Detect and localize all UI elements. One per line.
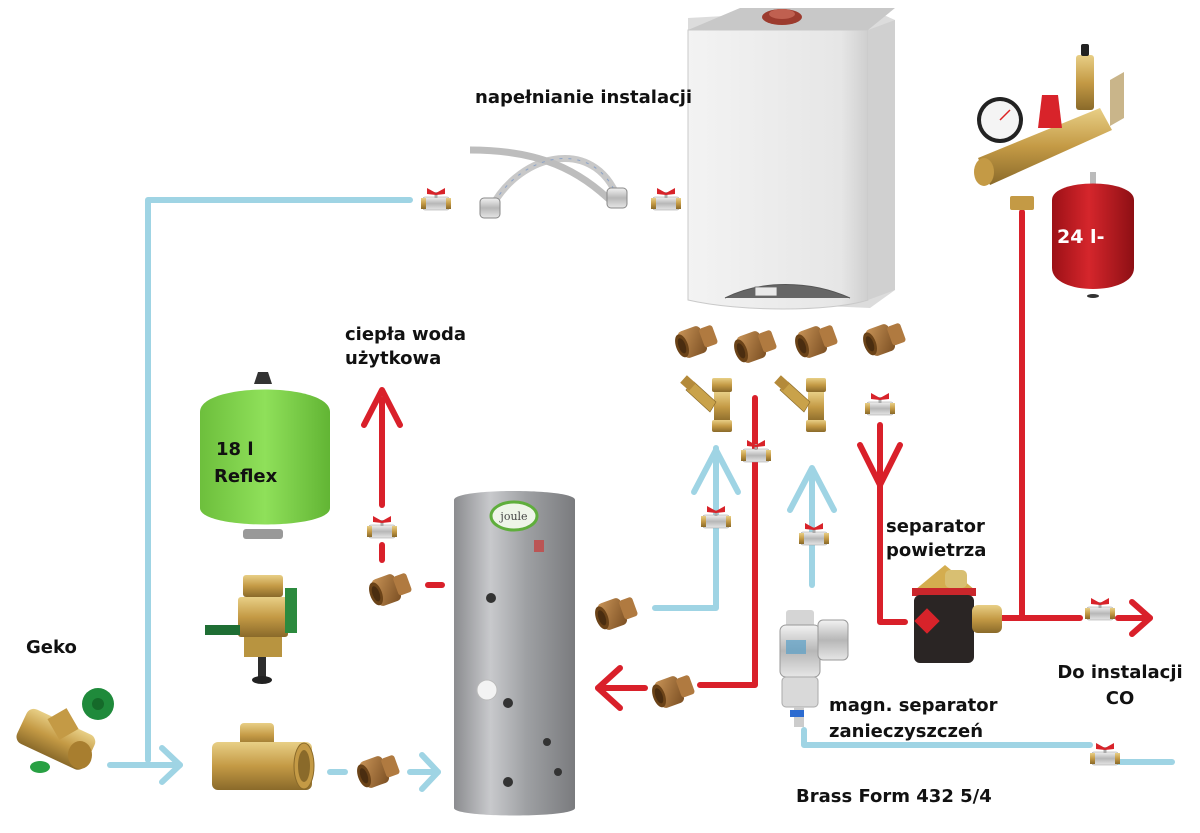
dhw-label-line1: ciepła woda	[345, 324, 467, 345]
tee-fitting-icon	[212, 723, 315, 790]
ball-valve-icon[interactable]	[366, 515, 398, 539]
service-valve-icon	[205, 575, 297, 684]
union-fitting-icon	[859, 318, 908, 360]
air-separator-label: separator powietrza	[886, 515, 986, 563]
ball-valve-icon[interactable]	[650, 187, 682, 211]
reflex-brand-label: Reflex	[214, 466, 278, 487]
cold-arrow-to-tee	[159, 745, 183, 785]
ball-valve-icon[interactable]	[1089, 742, 1121, 766]
union-fitting-icon	[365, 568, 414, 610]
mag-separator-label-line1: magn. separator	[829, 695, 998, 716]
mag-separator-label: magn. separator zanieczyszczeń	[829, 693, 998, 745]
y-strainer-icon	[773, 374, 827, 433]
wall-boiler-icon	[687, 8, 895, 310]
hot-arrow-down	[857, 442, 903, 488]
air-separator-label-line2: powietrza	[886, 540, 987, 561]
ch-expansion-vessel-icon: 24 l-	[1052, 172, 1134, 298]
filling-label: napełnianie instalacji	[475, 87, 693, 108]
cold-arrow-up-1	[691, 447, 741, 495]
union-fitting-icon	[671, 320, 720, 362]
hot-arrow-ch-out	[1129, 599, 1153, 637]
air-separator-label-line1: separator	[886, 516, 985, 537]
safety-manifold-icon	[974, 44, 1124, 210]
cold-pipe-cylinder-return	[652, 445, 719, 611]
cold-arrow-to-cylinder	[419, 752, 441, 792]
hot-pipe-boiler-flow	[877, 422, 908, 625]
reflex-expansion-vessel-icon: 18 l Reflex	[200, 372, 330, 539]
ball-valve-icon[interactable]	[420, 187, 452, 211]
hot-water-pipes	[361, 209, 1153, 711]
hot-arrow-to-cylinder	[595, 665, 623, 711]
cylinder-brand: joule	[498, 510, 527, 523]
braided-hose-icon	[469, 146, 628, 219]
brass-form-label: Brass Form 432 5/4	[796, 786, 992, 807]
to-ch-label-line1: Do instalacji	[1057, 662, 1183, 683]
ball-valve-icon[interactable]	[864, 392, 896, 416]
to-ch-label: Do instalacji CO	[1055, 660, 1185, 712]
cold-water-pipes	[107, 197, 1175, 792]
geko-label: Geko	[26, 637, 77, 658]
cylinder-icon: joule	[454, 491, 575, 816]
magnetic-filter-icon	[779, 610, 849, 727]
cold-pipe-filling-line	[145, 197, 413, 763]
union-fitting-icon	[791, 320, 840, 362]
hot-pipe-boiler-to-cylinder	[697, 395, 758, 688]
ch-vessel-label: 24 l-	[1057, 226, 1104, 248]
air-separator-icon	[912, 565, 1002, 663]
cold-pipe-ch-return-main	[801, 727, 1093, 748]
union-fitting-icon	[353, 750, 402, 792]
mag-separator-label-line2: zanieczyszczeń	[829, 721, 984, 742]
to-ch-label-line2: CO	[1105, 688, 1135, 709]
hot-arrow-dhw	[361, 387, 403, 428]
reflex-capacity-label: 18 l	[216, 439, 254, 460]
union-fitting-icon	[591, 592, 640, 634]
geko-valve-icon	[16, 688, 114, 773]
union-fitting-icon	[730, 325, 779, 367]
cold-arrow-up-2	[787, 465, 837, 513]
y-strainer-icon	[679, 374, 733, 433]
dhw-label-line2: użytkowa	[345, 348, 442, 369]
boiler-union-fittings	[671, 318, 908, 367]
dhw-label: ciepła woda użytkowa	[345, 323, 466, 371]
union-fitting-icon	[648, 670, 697, 712]
ball-valve-icon[interactable]	[1084, 597, 1116, 621]
